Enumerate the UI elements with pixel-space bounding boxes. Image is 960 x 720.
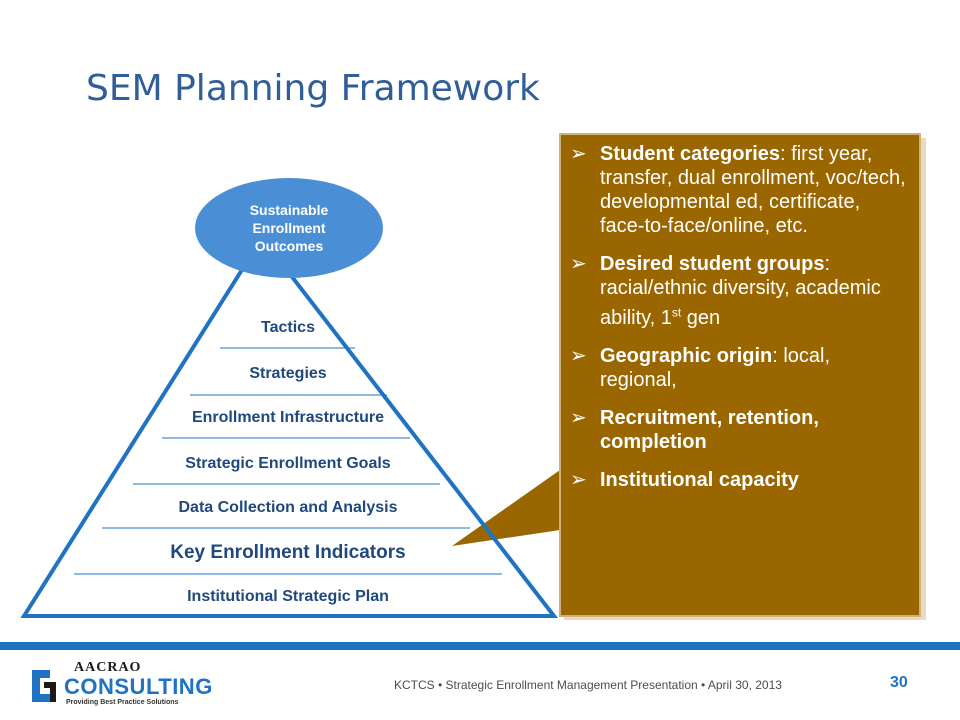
apex-ellipse: [195, 178, 383, 278]
footer: [0, 650, 960, 720]
arrow-bullet-icon: ➢: [570, 253, 587, 275]
callout-box: [559, 133, 921, 617]
callout-item-recruitment: ➢ Recruitment, retention, completion: [570, 406, 819, 453]
callout-list: ➢ Student categories: first year, transf…: [570, 142, 908, 506]
layer-strategies: Strategies: [249, 365, 326, 382]
callout-pointer: [452, 470, 560, 546]
arrow-bullet-icon: ➢: [570, 468, 587, 491]
arrow-bullet-icon: ➢: [570, 406, 587, 429]
logo-mark-icon: [32, 670, 56, 702]
layer-key-indicators: Key Enrollment Indicators: [170, 542, 405, 563]
layer-strategic-goals: Strategic Enrollment Goals: [185, 455, 390, 472]
apex-line-2: Enrollment: [252, 220, 325, 236]
callout-item-student-categories: ➢ Student categories: first year, transf…: [570, 143, 906, 237]
apex-line-3: Outcomes: [255, 238, 324, 254]
page-number: 30: [890, 674, 908, 691]
layer-data-collection: Data Collection and Analysis: [178, 499, 397, 516]
callout-item-geographic-origin: ➢ Geographic origin: local, regional,: [570, 344, 831, 391]
pyramid-diagram: Tactics Strategies Enrollment Infrastruc…: [20, 133, 926, 620]
layer-strategic-plan: Institutional Strategic Plan: [187, 588, 389, 605]
layer-enrollment-infrastructure: Enrollment Infrastructure: [192, 409, 384, 426]
callout-item-institutional-capacity: ➢ Institutional capacity: [570, 468, 799, 491]
slide-title: SEM Planning Framework: [86, 68, 540, 109]
footer-caption: KCTCS • Strategic Enrollment Management …: [394, 678, 782, 692]
apex-line-1: Sustainable: [250, 202, 329, 218]
layer-tactics: Tactics: [261, 319, 315, 336]
logo-top-text: AACRAO: [74, 660, 142, 675]
callout-item-desired-groups: ➢ Desired student groups: racial/ethnic …: [570, 253, 881, 329]
footer-divider-bar: [0, 642, 960, 650]
aacrao-consulting-logo: AACRAO CONSULTING Providing Best Practic…: [28, 660, 212, 710]
pyramid-outline: [20, 234, 559, 618]
logo-tagline: Providing Best Practice Solutions: [66, 699, 179, 706]
arrow-bullet-icon: ➢: [570, 344, 587, 367]
arrow-bullet-icon: ➢: [570, 143, 587, 165]
logo-main-text: CONSULTING: [64, 674, 213, 699]
